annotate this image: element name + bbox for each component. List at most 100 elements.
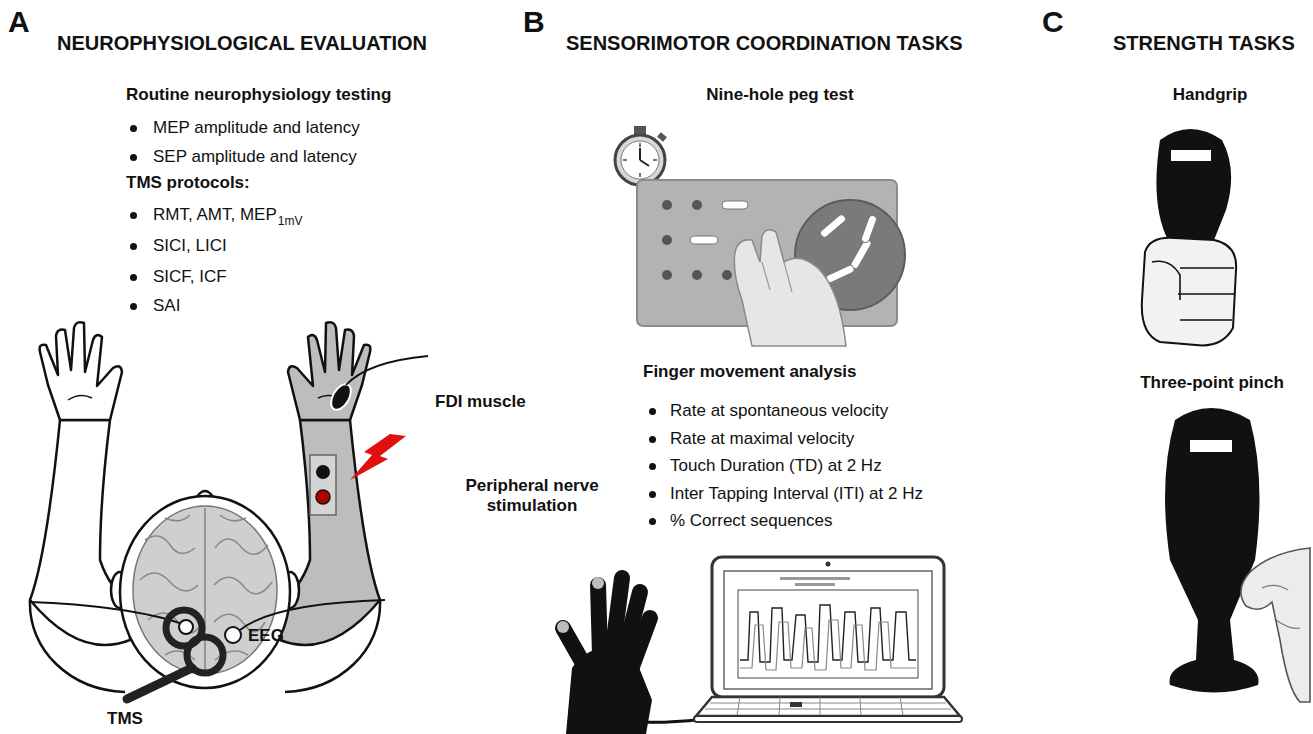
finger-lines <box>1152 261 1234 320</box>
gyrus <box>145 536 195 553</box>
bullet-item: SICF, ICF <box>153 267 227 287</box>
bullet-dot <box>649 408 656 415</box>
bullet-dot <box>649 463 656 470</box>
dynamometer-display <box>1171 150 1211 161</box>
bullet-dot <box>130 125 137 132</box>
section-heading: Handgrip <box>1173 85 1248 105</box>
fdi-electrode <box>327 381 355 413</box>
section-heading: Nine-hole peg test <box>706 85 853 105</box>
bullet-dot <box>130 243 137 250</box>
electrode-wire <box>240 600 385 630</box>
hole <box>662 200 672 210</box>
bullet-dot <box>130 274 137 281</box>
keyboard-keys <box>705 697 951 716</box>
peg <box>690 236 718 244</box>
arm-outline <box>280 420 380 645</box>
gyrus <box>165 651 248 660</box>
chart-frame <box>738 590 918 678</box>
emg-wire <box>346 356 428 385</box>
section-heading: Finger movement analysis <box>643 362 857 382</box>
bullet-item: Touch Duration (TD) at 2 Hz <box>670 456 882 476</box>
hand-outline <box>288 322 370 420</box>
finger-sensor <box>592 577 604 589</box>
laptop-base <box>694 716 962 722</box>
signal-trace <box>740 620 916 670</box>
panel-heading: NEUROPHYSIOLOGICAL EVALUATION <box>57 31 427 55</box>
peg <box>825 264 856 284</box>
chart-title-bar <box>795 583 835 586</box>
laptop-camera <box>826 562 831 567</box>
cathode <box>316 465 330 479</box>
stopwatch <box>615 126 667 185</box>
gyrus <box>214 577 272 594</box>
handgrip-dynamometer <box>1142 129 1236 345</box>
gyrus <box>140 573 198 591</box>
chart-title-bar <box>780 577 850 580</box>
laptop-keyboard <box>696 697 960 716</box>
bullet-item: Rate at spontaneous velocity <box>670 401 888 421</box>
palm-crease <box>68 395 92 400</box>
hole <box>662 270 672 280</box>
hole <box>722 270 732 280</box>
stopwatch-crown <box>634 126 646 134</box>
bullet-item: SAI <box>153 296 180 316</box>
gauge-display <box>1190 440 1232 452</box>
bullet-item: RMT, AMT, MEP <box>153 205 277 225</box>
figure-label: TMS <box>107 709 143 729</box>
electrode-wire <box>30 602 182 624</box>
stopwatch-button <box>657 132 667 142</box>
hole <box>692 270 702 280</box>
subscript: 1mV <box>278 214 303 228</box>
bullet-item: Inter Tapping Interval (ITI) at 2 Hz <box>670 484 923 504</box>
stopwatch-face <box>621 141 659 179</box>
section-heading: Routine neurophysiology testing <box>126 85 391 105</box>
left-arm <box>30 322 130 645</box>
hole <box>662 235 672 245</box>
arm-outline <box>30 420 130 645</box>
coil-wing <box>187 637 223 673</box>
coil-handle <box>127 668 192 699</box>
figure-label: FDI muscle <box>435 392 526 412</box>
bullet-dot <box>130 303 137 310</box>
fist <box>1142 238 1236 346</box>
bullet-dot <box>130 212 137 219</box>
brain-gyri <box>140 508 272 672</box>
laptop-lid <box>712 557 944 697</box>
bullet-item: % Correct sequences <box>670 511 833 531</box>
section-heading: Three-point pinch <box>1140 373 1284 393</box>
panel-heading: SENSORIMOTOR COORDINATION TASKS <box>566 31 963 55</box>
midline <box>204 508 206 672</box>
peg <box>860 214 877 243</box>
peg <box>850 238 873 270</box>
bullet-item: SEP amplitude and latency <box>153 147 357 167</box>
panel-heading: STRENGTH TASKS <box>1113 31 1295 55</box>
laptop-port <box>790 702 802 707</box>
hand-outline <box>40 322 122 420</box>
peg <box>722 201 748 209</box>
pegboard <box>637 180 905 346</box>
hand <box>734 230 846 346</box>
finger-sensor <box>557 621 569 633</box>
brain <box>133 506 277 674</box>
panel-letter: C <box>1042 4 1064 40</box>
head-outline <box>120 496 290 688</box>
stopwatch-ticks <box>623 143 657 177</box>
finger-crease <box>762 262 792 292</box>
panel-letter: B <box>523 4 545 40</box>
gyrus <box>215 539 268 554</box>
panel-letter: A <box>8 4 30 40</box>
eeg-electrode <box>179 620 193 634</box>
glove-finger <box>598 585 600 655</box>
lightning-bolt <box>350 434 406 480</box>
eeg-electrode <box>225 627 241 643</box>
laptop <box>694 557 962 722</box>
bullet-dot <box>649 491 656 498</box>
section-heading: TMS protocols: <box>126 173 250 193</box>
stimulation-electrode <box>310 455 336 515</box>
anode <box>316 490 330 504</box>
gauge-body <box>1165 408 1259 693</box>
bullet-item: SICI, LICI <box>153 236 227 256</box>
pinching-hand <box>1241 548 1310 702</box>
gyrus <box>165 515 246 521</box>
pinch-gauge <box>1165 408 1310 702</box>
